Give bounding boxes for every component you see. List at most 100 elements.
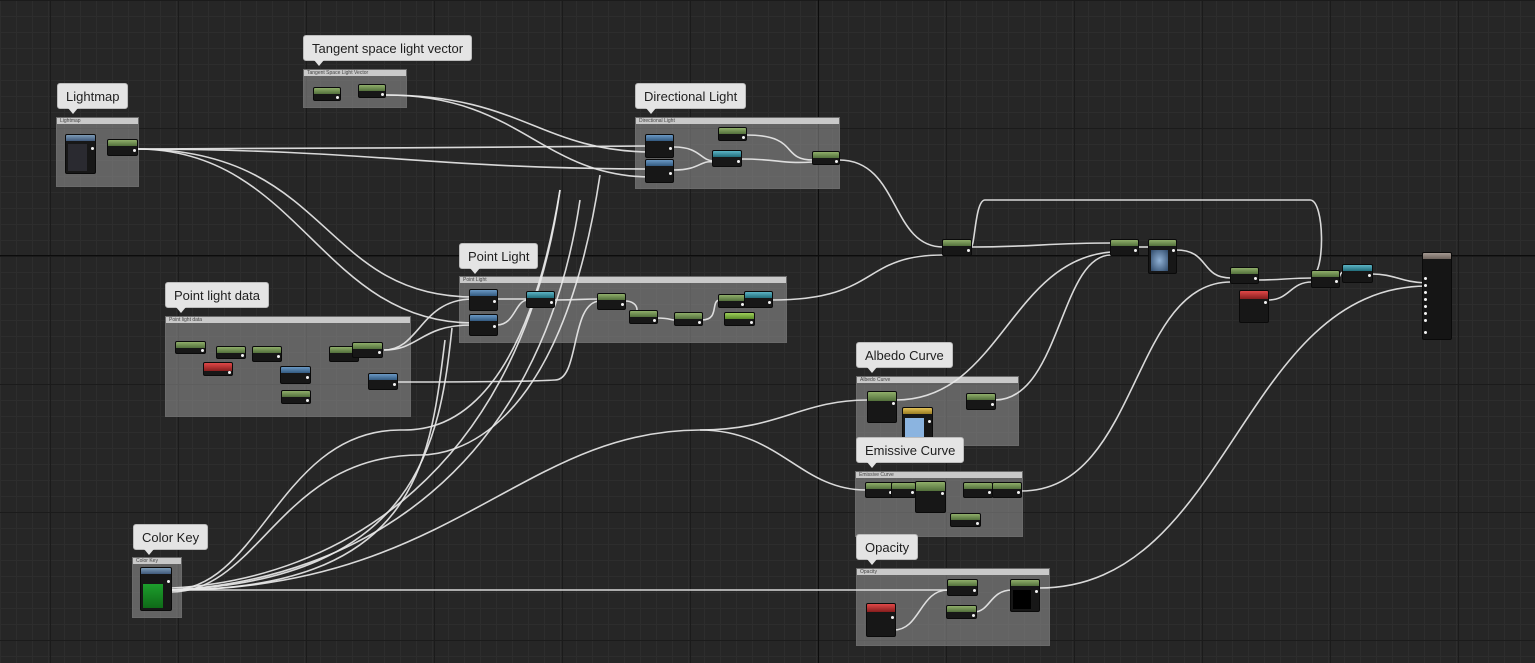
material-node-add[interactable] (942, 239, 972, 256)
comment-bubble-emissive-curve[interactable]: Emissive Curve (856, 437, 965, 468)
output-pin[interactable] (972, 614, 975, 617)
output-pin[interactable] (911, 491, 914, 494)
output-pin[interactable] (768, 301, 771, 304)
output-pin[interactable] (742, 136, 745, 139)
output-pin[interactable] (1172, 249, 1175, 252)
comment-bubble-point-light-data[interactable]: Point light data (165, 282, 270, 313)
output-pin[interactable] (750, 321, 753, 324)
output-pin[interactable] (1368, 274, 1371, 277)
material-node-add[interactable] (1230, 267, 1259, 284)
material-node-saturate[interactable] (629, 310, 658, 324)
material-node-constant[interactable] (175, 341, 206, 354)
output-pin[interactable] (336, 96, 339, 99)
output-pin[interactable] (381, 93, 384, 96)
output-pin[interactable] (698, 321, 701, 324)
material-node-dot-product[interactable] (645, 159, 674, 183)
output-pin[interactable] (201, 349, 204, 352)
material-node-curve[interactable] (867, 391, 897, 423)
comment-bubble-directional-light[interactable]: Directional Light (635, 83, 747, 114)
material-node-vector[interactable] (368, 373, 398, 390)
output-pin[interactable] (1335, 280, 1338, 283)
material-node-lerp[interactable] (1342, 264, 1373, 283)
material-node-append[interactable] (280, 366, 311, 384)
material-node-curve[interactable] (915, 481, 946, 513)
input-pin[interactable] (1424, 331, 1427, 334)
output-pin[interactable] (1134, 249, 1137, 252)
material-node-texture-sample[interactable] (1148, 239, 1177, 274)
comment-bubble-albedo-curve[interactable]: Albedo Curve (856, 342, 953, 373)
material-node-dot-product[interactable] (645, 134, 674, 158)
output-pin[interactable] (941, 492, 944, 495)
material-node-multiply[interactable] (966, 393, 996, 410)
material-node-constant[interactable] (946, 605, 977, 619)
comment-bubble-opacity[interactable]: Opacity (856, 534, 919, 565)
input-pin[interactable] (1424, 298, 1427, 301)
output-pin[interactable] (133, 149, 136, 152)
output-pin[interactable] (91, 147, 94, 150)
output-pin[interactable] (737, 160, 740, 163)
output-pin[interactable] (669, 147, 672, 150)
material-node-constant[interactable] (950, 513, 981, 527)
material-node-add[interactable] (252, 346, 282, 362)
material-node-multiply[interactable] (992, 482, 1022, 498)
output-pin[interactable] (1254, 277, 1257, 280)
output-pin[interactable] (306, 399, 309, 402)
comment-bubble-point-light[interactable]: Point Light (459, 243, 539, 274)
material-node-transform[interactable] (358, 84, 386, 98)
output-pin[interactable] (653, 319, 656, 322)
material-node-texture-sample[interactable] (65, 134, 96, 174)
output-pin[interactable] (621, 303, 624, 306)
output-pin[interactable] (378, 351, 381, 354)
material-node-vector-op[interactable] (469, 289, 498, 311)
output-pin[interactable] (241, 354, 244, 357)
material-node-add[interactable] (352, 342, 383, 358)
input-pin[interactable] (1424, 312, 1427, 315)
material-node-constant[interactable] (313, 87, 341, 101)
material-node-lerp[interactable] (712, 150, 742, 167)
material-node-curve-atlas[interactable] (902, 407, 933, 440)
material-node-constant[interactable] (865, 482, 894, 498)
material-node-texture-sample[interactable] (140, 567, 172, 611)
input-pin[interactable] (1424, 319, 1427, 322)
output-pin[interactable] (493, 325, 496, 328)
input-pin[interactable] (1424, 284, 1427, 287)
output-pin[interactable] (741, 303, 744, 306)
output-pin[interactable] (967, 249, 970, 252)
material-node-parameter[interactable] (1239, 290, 1269, 323)
output-pin[interactable] (928, 420, 931, 423)
material-node-parameter[interactable] (866, 603, 896, 637)
material-node-component-mask[interactable] (107, 139, 138, 156)
material-node-vector-op[interactable] (469, 314, 498, 336)
input-pin[interactable] (1424, 305, 1427, 308)
material-node-multiply[interactable] (718, 294, 746, 308)
material-node-constant[interactable] (281, 390, 311, 404)
output-pin[interactable] (550, 301, 553, 304)
output-pin[interactable] (991, 403, 994, 406)
output-pin[interactable] (976, 522, 979, 525)
output-pin[interactable] (988, 491, 991, 494)
material-node-constant[interactable] (724, 312, 755, 326)
output-pin[interactable] (891, 616, 894, 619)
output-pin[interactable] (228, 371, 231, 374)
output-pin[interactable] (1017, 491, 1020, 494)
material-node-multiply[interactable] (216, 346, 246, 359)
material-node-constant[interactable] (891, 482, 916, 498)
material-node-parameter[interactable] (203, 362, 233, 376)
output-pin[interactable] (669, 172, 672, 175)
output-pin[interactable] (973, 589, 976, 592)
output-pin[interactable] (277, 355, 280, 358)
material-node-multiply[interactable] (812, 151, 840, 165)
material-node-lerp[interactable] (1010, 579, 1040, 612)
comment-bubble-tangent-space[interactable]: Tangent space light vector (303, 35, 473, 66)
material-output-node[interactable] (1422, 252, 1452, 340)
input-pin[interactable] (1424, 277, 1427, 280)
material-node-multiply[interactable] (1311, 270, 1340, 288)
material-node-lerp[interactable] (744, 291, 773, 308)
material-node-multiply[interactable] (1110, 239, 1139, 256)
output-pin[interactable] (1264, 301, 1267, 304)
comment-bubble-lightmap[interactable]: Lightmap (57, 83, 129, 114)
material-node-normalize[interactable] (526, 291, 555, 308)
material-node-multiply[interactable] (674, 312, 703, 326)
output-pin[interactable] (167, 580, 170, 583)
